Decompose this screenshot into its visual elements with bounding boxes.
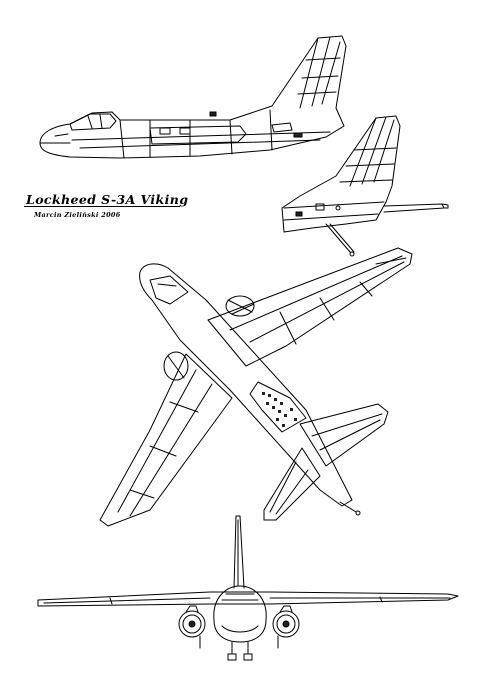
plan-engine-right	[226, 296, 254, 316]
rear-tail-view	[282, 116, 448, 256]
plan-engine-left	[164, 352, 188, 380]
plan-view	[100, 248, 412, 526]
side-canopy	[70, 114, 116, 130]
front-engine-left	[179, 606, 205, 637]
front-view	[38, 516, 458, 660]
front-wing	[38, 592, 458, 606]
side-view	[40, 36, 346, 158]
plan-weapons-bay	[250, 382, 306, 432]
mad-boom	[384, 204, 444, 212]
tail-fin-outline	[282, 116, 400, 232]
drawing-title: Lockheed S-3A Viking	[26, 192, 189, 207]
title-underline	[24, 206, 180, 207]
front-fuselage	[214, 586, 266, 642]
plan-stabiliser-right	[300, 404, 388, 466]
plan-wing-left	[100, 354, 232, 526]
drawing-credit: Marcin Zieliński 2006	[34, 211, 121, 219]
plan-fuselage-outline	[140, 264, 352, 506]
plan-wing-right	[208, 248, 412, 366]
side-engine-nacelle	[150, 126, 246, 144]
side-fuselage-outline	[40, 36, 346, 158]
front-engine-right	[273, 606, 299, 637]
plan-stabiliser-left	[264, 448, 320, 520]
front-fin	[234, 516, 244, 588]
